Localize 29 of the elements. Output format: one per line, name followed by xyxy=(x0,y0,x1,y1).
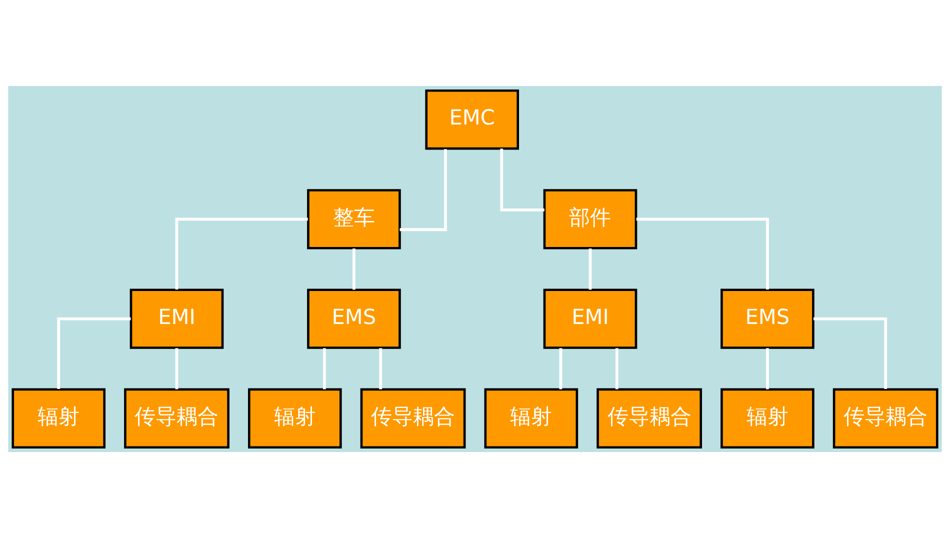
node-box: 传导耦合 xyxy=(596,388,702,449)
connector xyxy=(615,348,618,390)
connector xyxy=(352,248,356,290)
node-box: 辐射 xyxy=(720,388,814,449)
node-box: EMI xyxy=(543,288,638,349)
connector xyxy=(559,348,562,390)
node-box: 传导耦合 xyxy=(124,388,230,449)
node-box: 辐射 xyxy=(12,388,106,449)
node-box: 辐射 xyxy=(484,388,578,449)
connector xyxy=(175,218,308,290)
connector xyxy=(322,348,326,390)
connector xyxy=(379,348,382,390)
node-box: 传导耦合 xyxy=(360,388,466,449)
connector xyxy=(813,317,888,390)
connector xyxy=(57,317,131,390)
node-box: EMC xyxy=(425,89,520,150)
node-box: EMI xyxy=(130,288,224,349)
connector xyxy=(588,248,592,290)
connector xyxy=(636,218,769,290)
connector xyxy=(766,348,769,390)
node-box: 辐射 xyxy=(248,388,342,449)
connector xyxy=(175,348,178,390)
node-box: EMS xyxy=(307,288,401,349)
connector xyxy=(400,149,447,232)
node-box: EMS xyxy=(720,288,814,349)
node-box: 整车 xyxy=(307,189,401,250)
node-box: 传导耦合 xyxy=(832,388,938,449)
connector xyxy=(500,148,544,212)
node-box: 部件 xyxy=(543,189,638,250)
